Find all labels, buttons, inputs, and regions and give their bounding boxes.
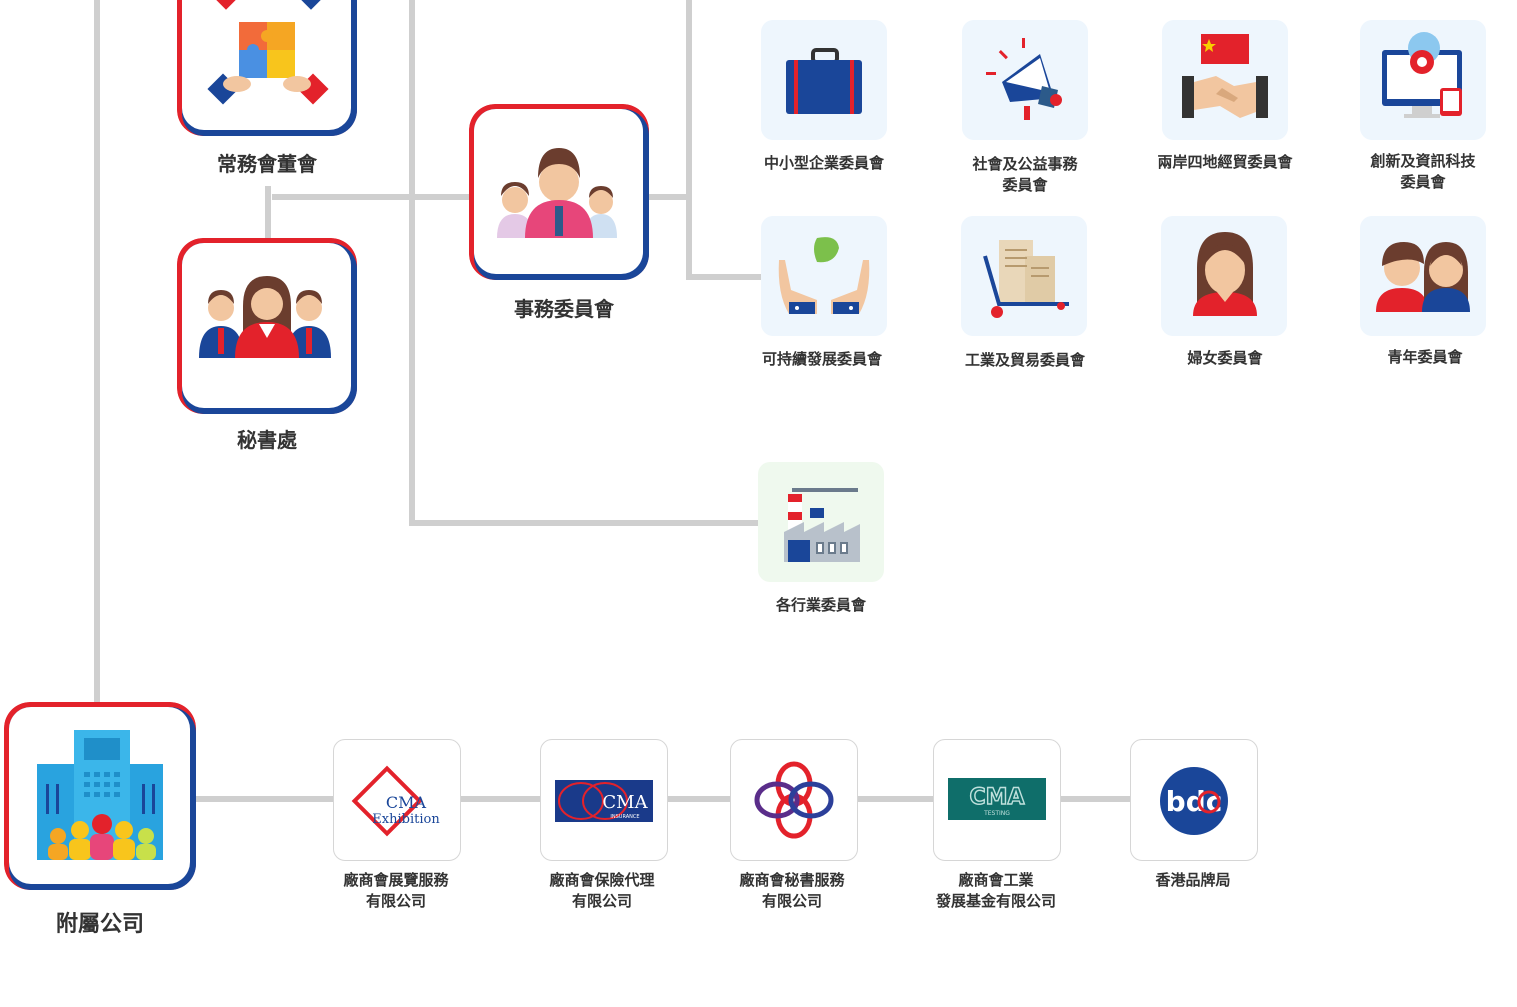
cma-insurance-logo: CMA INSURANCE [555,780,653,822]
brand-council-card[interactable]: bdc [1130,739,1258,861]
cma-exhibition-label: 廠商會展覽服務 有限公司 [343,871,449,910]
connector-line [94,0,100,706]
cma-testing-logo-text: CMA [969,785,1024,810]
cma-exhibition-logo-subtext: Exhibition [372,812,440,827]
secretariat-label: 秘書處 [237,428,297,452]
affairs-committee-node[interactable] [469,104,649,280]
subsidiaries-node[interactable] [4,702,196,890]
hands-leaf-icon [778,237,870,314]
cargo-trolley-icon [983,240,1069,318]
handshake-flag-icon [1182,34,1268,118]
staff-group-icon [199,276,331,358]
cma-insurance-logo-text: CMA [602,792,648,813]
standing-committee-label: 常務會董會 [217,152,317,176]
secretariat-node[interactable] [177,238,357,414]
bdc-logo: bdc [1160,767,1228,835]
rings-logo [754,761,834,839]
industry-committees-label: 各行業委員會 [775,596,866,614]
sme-committee-label: 中小型企業委員會 [763,154,884,172]
cma-exhibition-logo: CMA Exhibition [351,765,440,837]
computer-gear-icon [1382,32,1462,118]
sustainability-committee-label: 可持續發展委員會 [761,350,882,368]
cma-secretarial-card[interactable] [730,739,858,861]
puzzle-hands-icon [207,0,329,105]
sustainability-committee-card[interactable] [761,216,887,336]
standing-committee-node[interactable] [177,0,357,136]
cma-exhibition-card[interactable]: CMA Exhibition [333,739,461,861]
cma-testing-label: 廠商會工業 發展基金有限公司 [935,871,1056,910]
connector-line [409,0,415,526]
women-committee-label: 婦女委員會 [1187,349,1263,367]
cma-exhibition-logo-text: CMA [386,793,427,812]
factory-icon [784,488,860,562]
industry-committees-card[interactable] [758,462,884,582]
social-committee-label: 社會及公益事務 委員會 [972,155,1078,194]
industry-trade-committee-label: 工業及貿易委員會 [964,351,1085,369]
cma-insurance-card[interactable]: CMA INSURANCE [540,739,668,861]
subsidiaries-label: 附屬公司 [55,912,144,937]
youth-committee-card[interactable] [1360,216,1486,336]
connector-line [686,274,762,280]
youth-icon [1376,242,1470,312]
megaphone-icon [986,38,1062,120]
connector-line [265,186,271,240]
connector-line [648,194,690,200]
brand-council-label: 香港品牌局 [1155,871,1231,889]
affairs-committee-label: 事務委員會 [514,297,614,321]
cma-testing-card[interactable]: CMA TESTING [933,739,1061,861]
cma-testing-logo: CMA TESTING [948,778,1046,820]
cma-testing-logo-subtext: TESTING [983,810,1010,817]
industry-trade-committee-card[interactable] [961,216,1087,336]
bdc-logo-text: bdc [1166,785,1223,818]
office-buildings-icon [37,730,163,860]
innovation-committee-card[interactable] [1360,20,1486,140]
innovation-committee-label: 創新及資訊科技 委員會 [1370,152,1476,191]
cma-secretarial-label: 廠商會秘書服務 有限公司 [739,871,845,910]
social-committee-card[interactable] [962,20,1088,140]
connector-line [686,0,692,280]
cross-strait-committee-label: 兩岸四地經貿委員會 [1157,153,1293,171]
women-committee-card[interactable] [1161,216,1287,336]
connector-line [409,520,761,526]
cross-strait-committee-card[interactable] [1162,20,1288,140]
woman-icon [1193,232,1257,316]
briefcase-icon [786,48,862,114]
connector-line [272,194,472,200]
cma-insurance-logo-subtext: INSURANCE [610,814,639,820]
group-icon [497,148,617,238]
youth-committee-label: 青年委員會 [1387,348,1463,366]
cma-insurance-label: 廠商會保險代理 有限公司 [549,871,655,910]
sme-committee-card[interactable] [761,20,887,140]
